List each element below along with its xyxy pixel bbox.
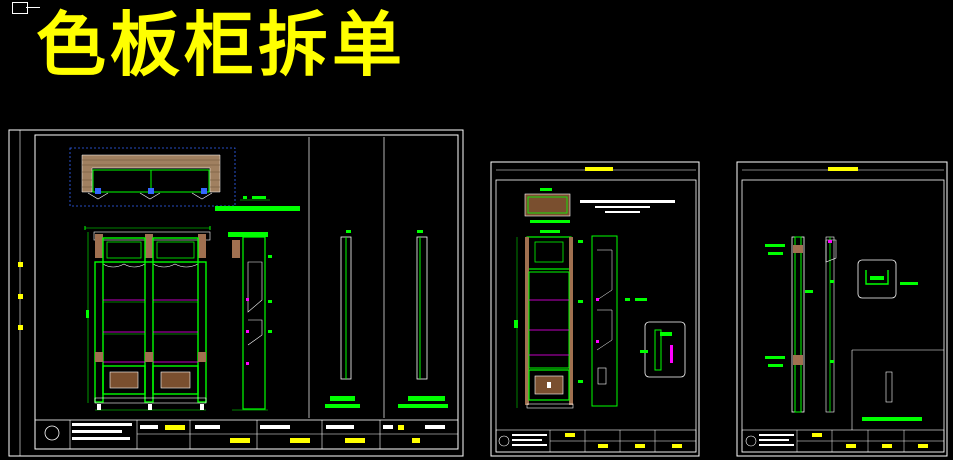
front-elevation [84, 226, 211, 411]
detail-a [325, 230, 360, 408]
sheet-3-title-block [741, 429, 945, 453]
side-section [228, 232, 272, 411]
sheet-2 [490, 161, 700, 457]
sheet-1-title-block [34, 419, 459, 450]
sheet-3-section-detail [825, 236, 837, 413]
plan-view [69, 147, 300, 211]
sheet-1 [8, 129, 464, 457]
sheet-3 [736, 161, 948, 457]
sheet-3-outer-frame [736, 161, 948, 457]
cursor-crosshair-box [12, 2, 28, 14]
sheet-2-side-section [591, 235, 647, 407]
detail-b [398, 230, 448, 408]
cursor-crosshair-line [26, 7, 40, 8]
sheet-3-side-profile [765, 236, 813, 413]
drawing-title: 色板柜拆单 [36, 4, 406, 86]
sheet-2-front-elevation [514, 230, 583, 409]
sheet-3-inner-frame [741, 179, 945, 453]
sheet-2-detail [640, 321, 686, 378]
sheet-2-title-block [495, 429, 697, 453]
sheet-2-top-view [524, 188, 571, 223]
sheet-3-lower-view [851, 349, 944, 430]
sheet-1-outer-frame [8, 129, 464, 457]
sheet-2-outer-frame [490, 161, 700, 457]
sheet-3-inset-detail [857, 259, 918, 299]
